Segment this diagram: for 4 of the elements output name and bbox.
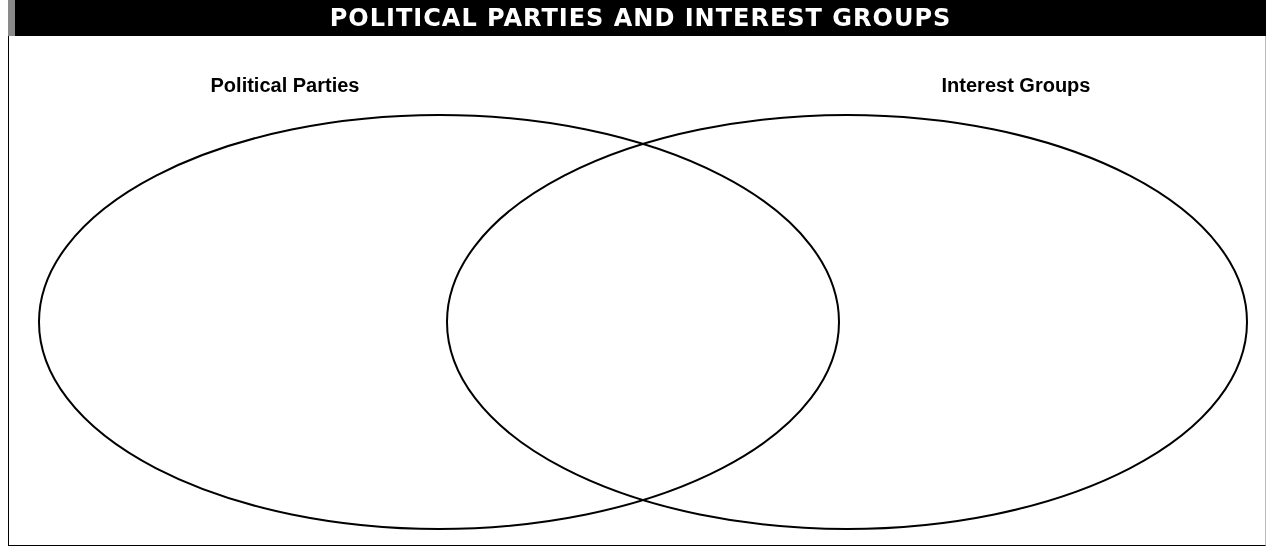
venn-ellipse: [38, 74, 840, 530]
title: POLITICAL PARTIES AND INTEREST GROUPS: [329, 4, 952, 32]
set-heading: Political Parties: [210, 74, 360, 97]
set-heading: Interest Groups: [941, 74, 1091, 97]
